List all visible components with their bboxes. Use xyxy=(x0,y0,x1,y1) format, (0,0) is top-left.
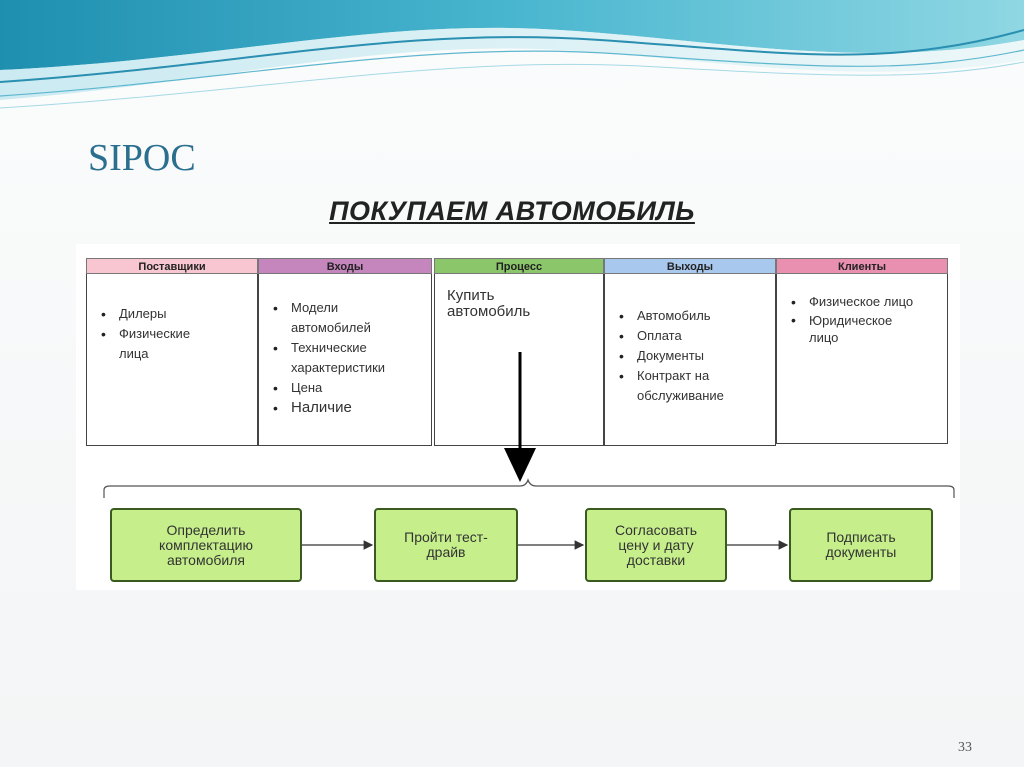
list-item: Контракт на обслуживание xyxy=(605,366,757,406)
page-number: 33 xyxy=(958,740,972,755)
list-item: Автомобиль xyxy=(605,306,775,326)
column-customers: Клиенты Физическое лицо Юридическое лицо xyxy=(776,258,948,444)
column-header-process: Процесс xyxy=(434,258,604,274)
down-arrow-icon xyxy=(504,352,536,482)
list-item: Документы xyxy=(605,346,775,366)
column-inputs: Входы Модели автомобилей Технические хар… xyxy=(258,258,432,446)
column-process: Процесс Купить автомобиль xyxy=(434,258,604,446)
step-box-4: Подписать документы xyxy=(789,508,933,582)
column-header-suppliers: Поставщики xyxy=(86,258,258,274)
column-body-outputs: Автомобиль Оплата Документы Контракт на … xyxy=(604,274,776,446)
curly-brace xyxy=(103,478,955,498)
list-item: Физические лица xyxy=(87,324,219,364)
list-item: Цена xyxy=(259,378,431,398)
step-box-1: Определить комплектацию автомобиля xyxy=(110,508,302,582)
list-item: Физическое лицо xyxy=(777,292,947,312)
customers-list: Физическое лицо Юридическое лицо xyxy=(777,292,947,346)
list-item: Модели автомобилей xyxy=(259,298,401,338)
column-outputs: Выходы Автомобиль Оплата Документы Контр… xyxy=(604,258,776,446)
column-header-customers: Клиенты xyxy=(776,258,948,274)
column-suppliers: Поставщики Дилеры Физические лица xyxy=(86,258,258,446)
step-connectors xyxy=(302,540,789,550)
column-header-outputs: Выходы xyxy=(604,258,776,274)
decorative-wave xyxy=(0,0,1024,109)
list-item: Наличие xyxy=(259,398,431,418)
step-box-2: Пройти тест- драйв xyxy=(374,508,518,582)
inputs-list: Модели автомобилей Технические характери… xyxy=(259,298,431,418)
column-body-suppliers: Дилеры Физические лица xyxy=(86,274,258,446)
list-item: Технические характеристики xyxy=(259,338,421,378)
outputs-list: Автомобиль Оплата Документы Контракт на … xyxy=(605,306,775,406)
slide-title: SIPOC xyxy=(88,137,196,179)
list-item: Дилеры xyxy=(87,304,257,324)
column-body-customers: Физическое лицо Юридическое лицо xyxy=(776,274,948,444)
column-body-inputs: Модели автомобилей Технические характери… xyxy=(258,274,432,446)
list-item: Юридическое лицо xyxy=(777,312,919,346)
list-item: Оплата xyxy=(605,326,775,346)
step-box-3: Согласовать цену и дату доставки xyxy=(585,508,727,582)
column-body-process: Купить автомобиль xyxy=(434,274,604,446)
slide-subtitle: ПОКУПАЕМ АВТОМОБИЛЬ xyxy=(329,196,695,226)
column-header-inputs: Входы xyxy=(258,258,432,274)
suppliers-list: Дилеры Физические лица xyxy=(87,304,257,364)
process-text: Купить автомобиль xyxy=(447,287,531,320)
